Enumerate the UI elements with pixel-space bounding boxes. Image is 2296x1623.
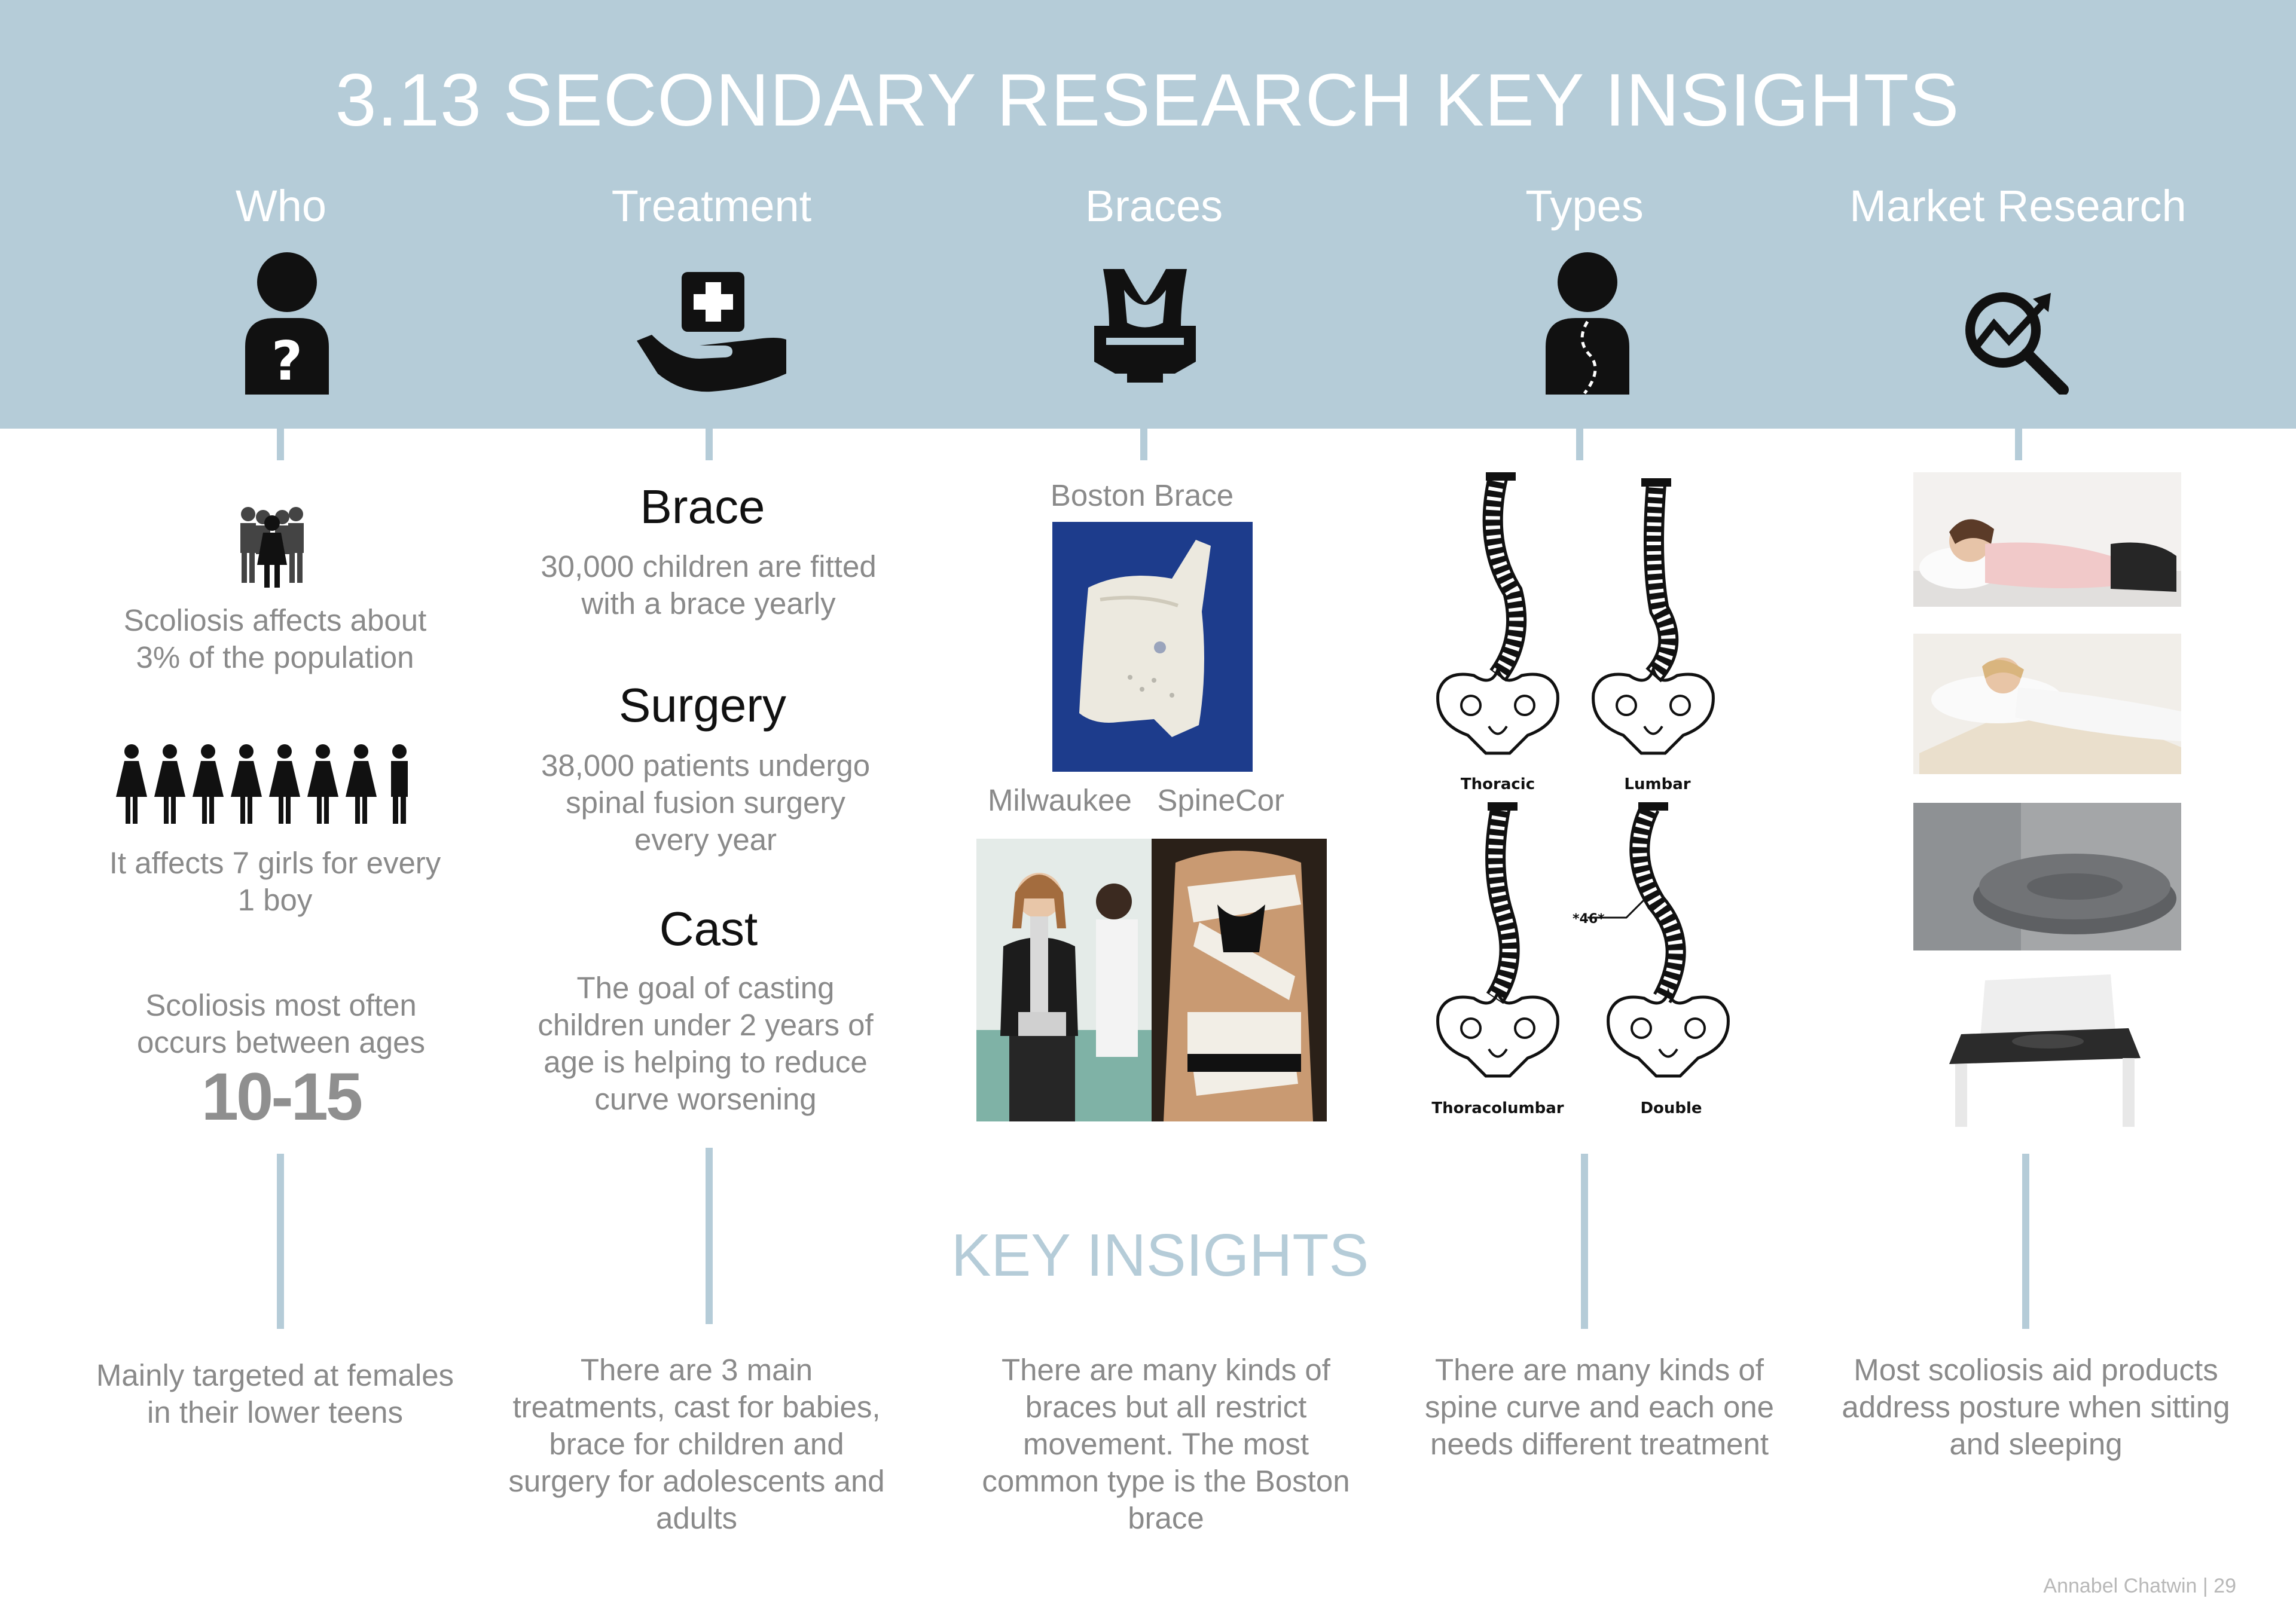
other-braces-label: Milwaukee SpineCor xyxy=(981,782,1292,819)
product-photo-chair-cushion xyxy=(1913,974,2181,1127)
magnifier-chart-icon xyxy=(1961,287,2069,395)
type-label-thoracolumbar: Thoracolumbar xyxy=(1431,1099,1564,1117)
hand-medical-icon xyxy=(634,269,789,395)
column-heading-braces: Braces xyxy=(1085,181,1223,231)
who-fact-ratio: It affects 7 girls for every 1 boy xyxy=(109,846,441,917)
product-photo-wedge-pillow xyxy=(1913,634,2181,774)
milwaukee-label: Milwaukee xyxy=(987,783,1132,817)
connector-line xyxy=(1140,426,1147,460)
milwaukee-brace-photo xyxy=(976,839,1152,1121)
who-age-range: 10-15 xyxy=(201,1059,363,1134)
treatment-cast-title: Cast xyxy=(659,902,758,955)
seven-girls-one-boy-icon xyxy=(114,743,425,827)
column-heading-who: Who xyxy=(235,181,327,231)
treatment-surgery-text: 38,000 patients undergo spinal fusion su… xyxy=(541,748,871,857)
connector-line xyxy=(1576,426,1583,460)
treatment-brace-title: Brace xyxy=(640,480,765,533)
insight-braces: There are many kinds of braces but all r… xyxy=(982,1353,1350,1535)
insight-connector-market xyxy=(2022,1154,2029,1329)
key-insights-heading: KEY INSIGHTS xyxy=(951,1222,1369,1289)
insight-who: Mainly targeted at females in their lowe… xyxy=(96,1358,454,1429)
treatment-surgery-title: Surgery xyxy=(618,678,787,732)
product-photo-sleeping-pillow xyxy=(1913,472,2181,607)
connector-line xyxy=(277,426,284,460)
connector-line xyxy=(2015,426,2022,460)
type-label-double: Double xyxy=(1640,1099,1702,1117)
spinecor-label: SpineCor xyxy=(1157,783,1285,817)
type-label-lumbar: Lumbar xyxy=(1624,775,1690,793)
treatment-cast-text: The goal of casting children under 2 yea… xyxy=(538,971,874,1116)
type-label-thoracic: Thoracic xyxy=(1461,775,1535,793)
column-heading-treatment: Treatment xyxy=(611,181,812,231)
person-spine-icon xyxy=(1540,251,1635,401)
insight-market: Most scoliosis aid products address post… xyxy=(1842,1353,2230,1461)
brace-icon xyxy=(1091,266,1199,386)
who-fact-ages: Scoliosis most often occurs between ages xyxy=(137,988,425,1059)
insight-treatment: There are 3 main treatments, cast for ba… xyxy=(508,1353,885,1535)
who-fact-population: Scoliosis affects about 3% of the popula… xyxy=(123,603,427,674)
spinecor-brace-photo xyxy=(1152,839,1327,1121)
footer-credit: Annabel Chatwin | 29 xyxy=(2043,1575,2236,1597)
boston-brace-label: Boston Brace xyxy=(1050,478,1234,512)
connector-line xyxy=(706,426,713,460)
svg-text:?: ? xyxy=(271,330,303,393)
treatment-brace-text: 30,000 children are fitted with a brace … xyxy=(541,549,877,621)
product-photo-seat-cushion xyxy=(1913,803,2181,950)
group-people-icon xyxy=(227,505,317,589)
insight-connector-types xyxy=(1581,1154,1588,1329)
insight-types: There are many kinds of spine curve and … xyxy=(1424,1353,1775,1461)
page-title: 3.13 SECONDARY RESEARCH KEY INSIGHTS xyxy=(335,59,1960,142)
column-heading-types: Types xyxy=(1525,181,1644,231)
spine-curve-diagrams: Thoracic Lumbar Thoracolumbar *46* Doubl… xyxy=(1429,472,1740,1124)
insight-connector-treatment xyxy=(706,1148,713,1324)
curve-angle-label: *46* xyxy=(1573,912,1605,927)
boston-brace-photo xyxy=(1052,522,1253,772)
column-heading-market-research: Market Research xyxy=(1849,181,2187,231)
person-question-icon: ? xyxy=(239,251,335,401)
insight-connector-who xyxy=(277,1154,284,1329)
